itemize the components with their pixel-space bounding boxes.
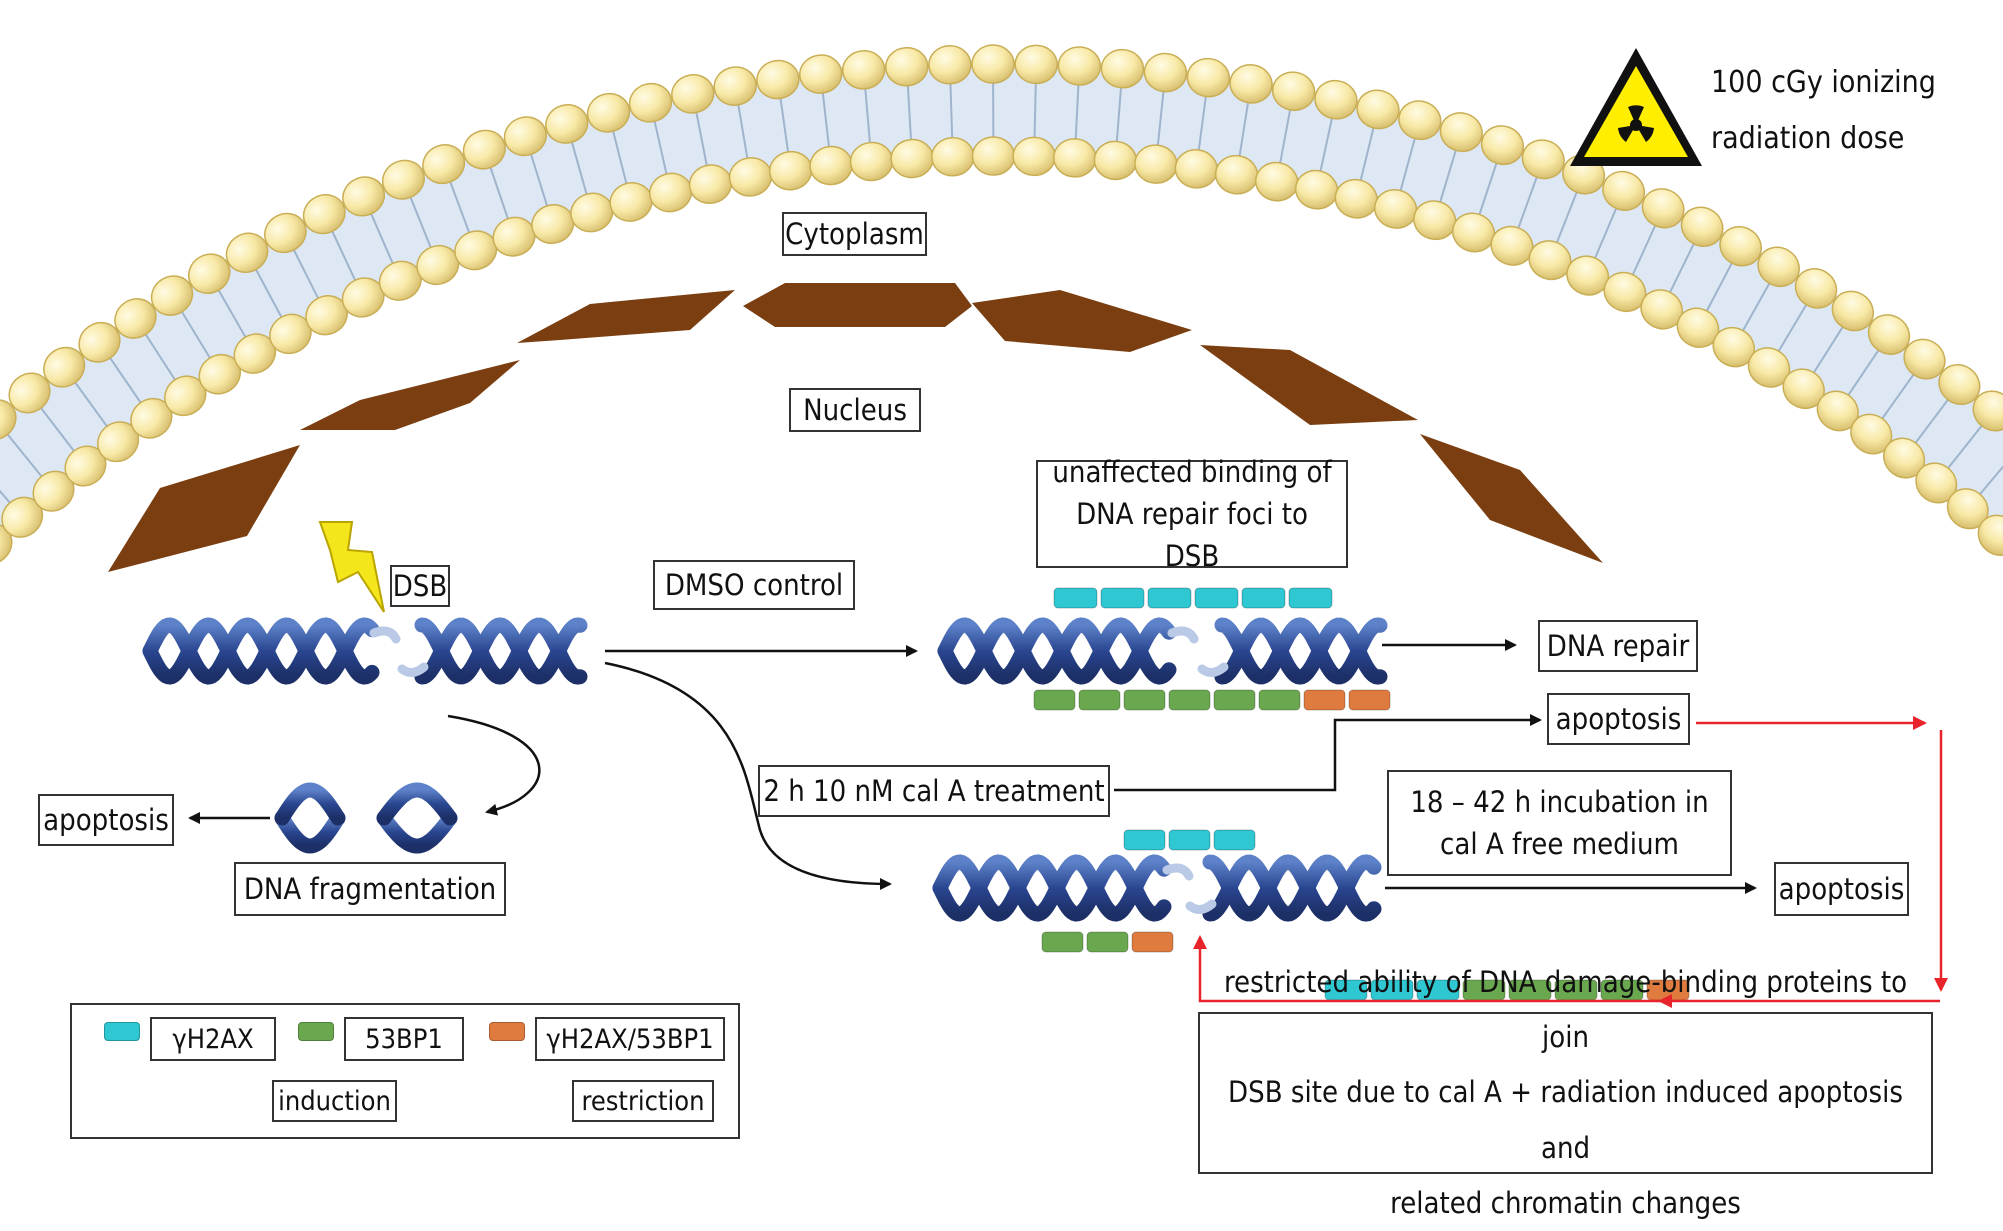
apoptosis-left-label: apoptosis xyxy=(38,794,174,846)
legend-53bp1-label: 53BP1 xyxy=(344,1017,464,1061)
focus-marker xyxy=(1101,588,1144,608)
dna-helix-cal-a xyxy=(940,862,1374,914)
dna-fragmentation-label: DNA fragmentation xyxy=(234,862,506,916)
dna-helix-fragmented xyxy=(282,790,450,846)
focus-marker xyxy=(1087,932,1128,952)
legend-induction-label: induction xyxy=(272,1080,397,1122)
dna-repair-label: DNA repair xyxy=(1538,620,1698,672)
restricted-line2: DSB site due to cal A + radiation induce… xyxy=(1216,1065,1915,1175)
focus-marker xyxy=(1042,932,1083,952)
dna-helix-dsb xyxy=(150,625,580,677)
focus-marker xyxy=(1214,690,1255,710)
focus-marker xyxy=(1259,690,1300,710)
focus-marker xyxy=(1148,588,1191,608)
lightning-bolt-icon xyxy=(320,522,384,612)
radiation-dose-line1: 100 cGy ionizing xyxy=(1711,62,1936,104)
cal-a-treatment-label: 2 h 10 nM cal A treatment xyxy=(758,765,1110,817)
cytoplasm-label: Cytoplasm xyxy=(782,212,927,256)
53bp1-swatch xyxy=(298,1022,334,1041)
arrow-dsb-to-fragmentation xyxy=(448,716,539,812)
apoptosis-bottom-right-label: apoptosis xyxy=(1774,862,1909,916)
foci-dmso-top xyxy=(1054,588,1332,608)
dsb-label: DSB xyxy=(390,565,450,607)
focus-marker xyxy=(1214,830,1255,850)
unaffected-binding-line2: DNA repair foci to DSB xyxy=(1048,493,1336,577)
dna-helix-dmso xyxy=(945,625,1380,677)
foci-cal-a-top xyxy=(1124,830,1255,850)
legend-gh2ax-53bp1-label: γH2AX/53BP1 xyxy=(535,1017,725,1061)
focus-marker xyxy=(1349,690,1390,710)
focus-marker xyxy=(1242,588,1285,608)
restricted-line3: related chromatin changes xyxy=(1390,1176,1741,1231)
focus-marker xyxy=(1195,588,1238,608)
legend: γH2AX 53BP1 γH2AX/53BP1 induction restri… xyxy=(70,1003,740,1139)
foci-dmso-bottom xyxy=(1034,690,1390,710)
focus-marker xyxy=(1034,690,1075,710)
focus-marker xyxy=(1289,588,1332,608)
apoptosis-top-right-label: apoptosis xyxy=(1547,693,1690,745)
legend-restriction-label: restriction xyxy=(572,1080,714,1122)
focus-marker xyxy=(1304,690,1345,710)
focus-marker xyxy=(1169,830,1210,850)
radiation-warning-icon xyxy=(1570,48,1702,166)
incubation-line1: 18 – 42 h incubation in xyxy=(1410,781,1708,823)
gh2ax-53bp1-swatch xyxy=(489,1022,525,1041)
radiation-dose-line2: radiation dose xyxy=(1711,118,1904,160)
incubation-label: 18 – 42 h incubation in cal A free mediu… xyxy=(1387,770,1732,876)
focus-marker xyxy=(1079,690,1120,710)
focus-marker xyxy=(1054,588,1097,608)
incubation-line2: cal A free medium xyxy=(1440,823,1679,865)
dmso-control-label: DMSO control xyxy=(653,560,855,610)
focus-marker xyxy=(1124,690,1165,710)
foci-cal-a-bottom xyxy=(1042,932,1173,952)
focus-marker xyxy=(1169,690,1210,710)
unaffected-binding-line1: unaffected binding of xyxy=(1052,451,1331,493)
restricted-ability-label: restricted ability of DNA damage-binding… xyxy=(1198,1012,1933,1174)
nucleus-label: Nucleus xyxy=(789,388,921,432)
gh2ax-swatch xyxy=(104,1022,140,1041)
legend-gh2ax-label: γH2AX xyxy=(150,1017,276,1061)
focus-marker xyxy=(1132,932,1173,952)
unaffected-binding-label: unaffected binding of DNA repair foci to… xyxy=(1036,460,1348,568)
focus-marker xyxy=(1124,830,1165,850)
restricted-line1: restricted ability of DNA damage-binding… xyxy=(1216,955,1915,1065)
